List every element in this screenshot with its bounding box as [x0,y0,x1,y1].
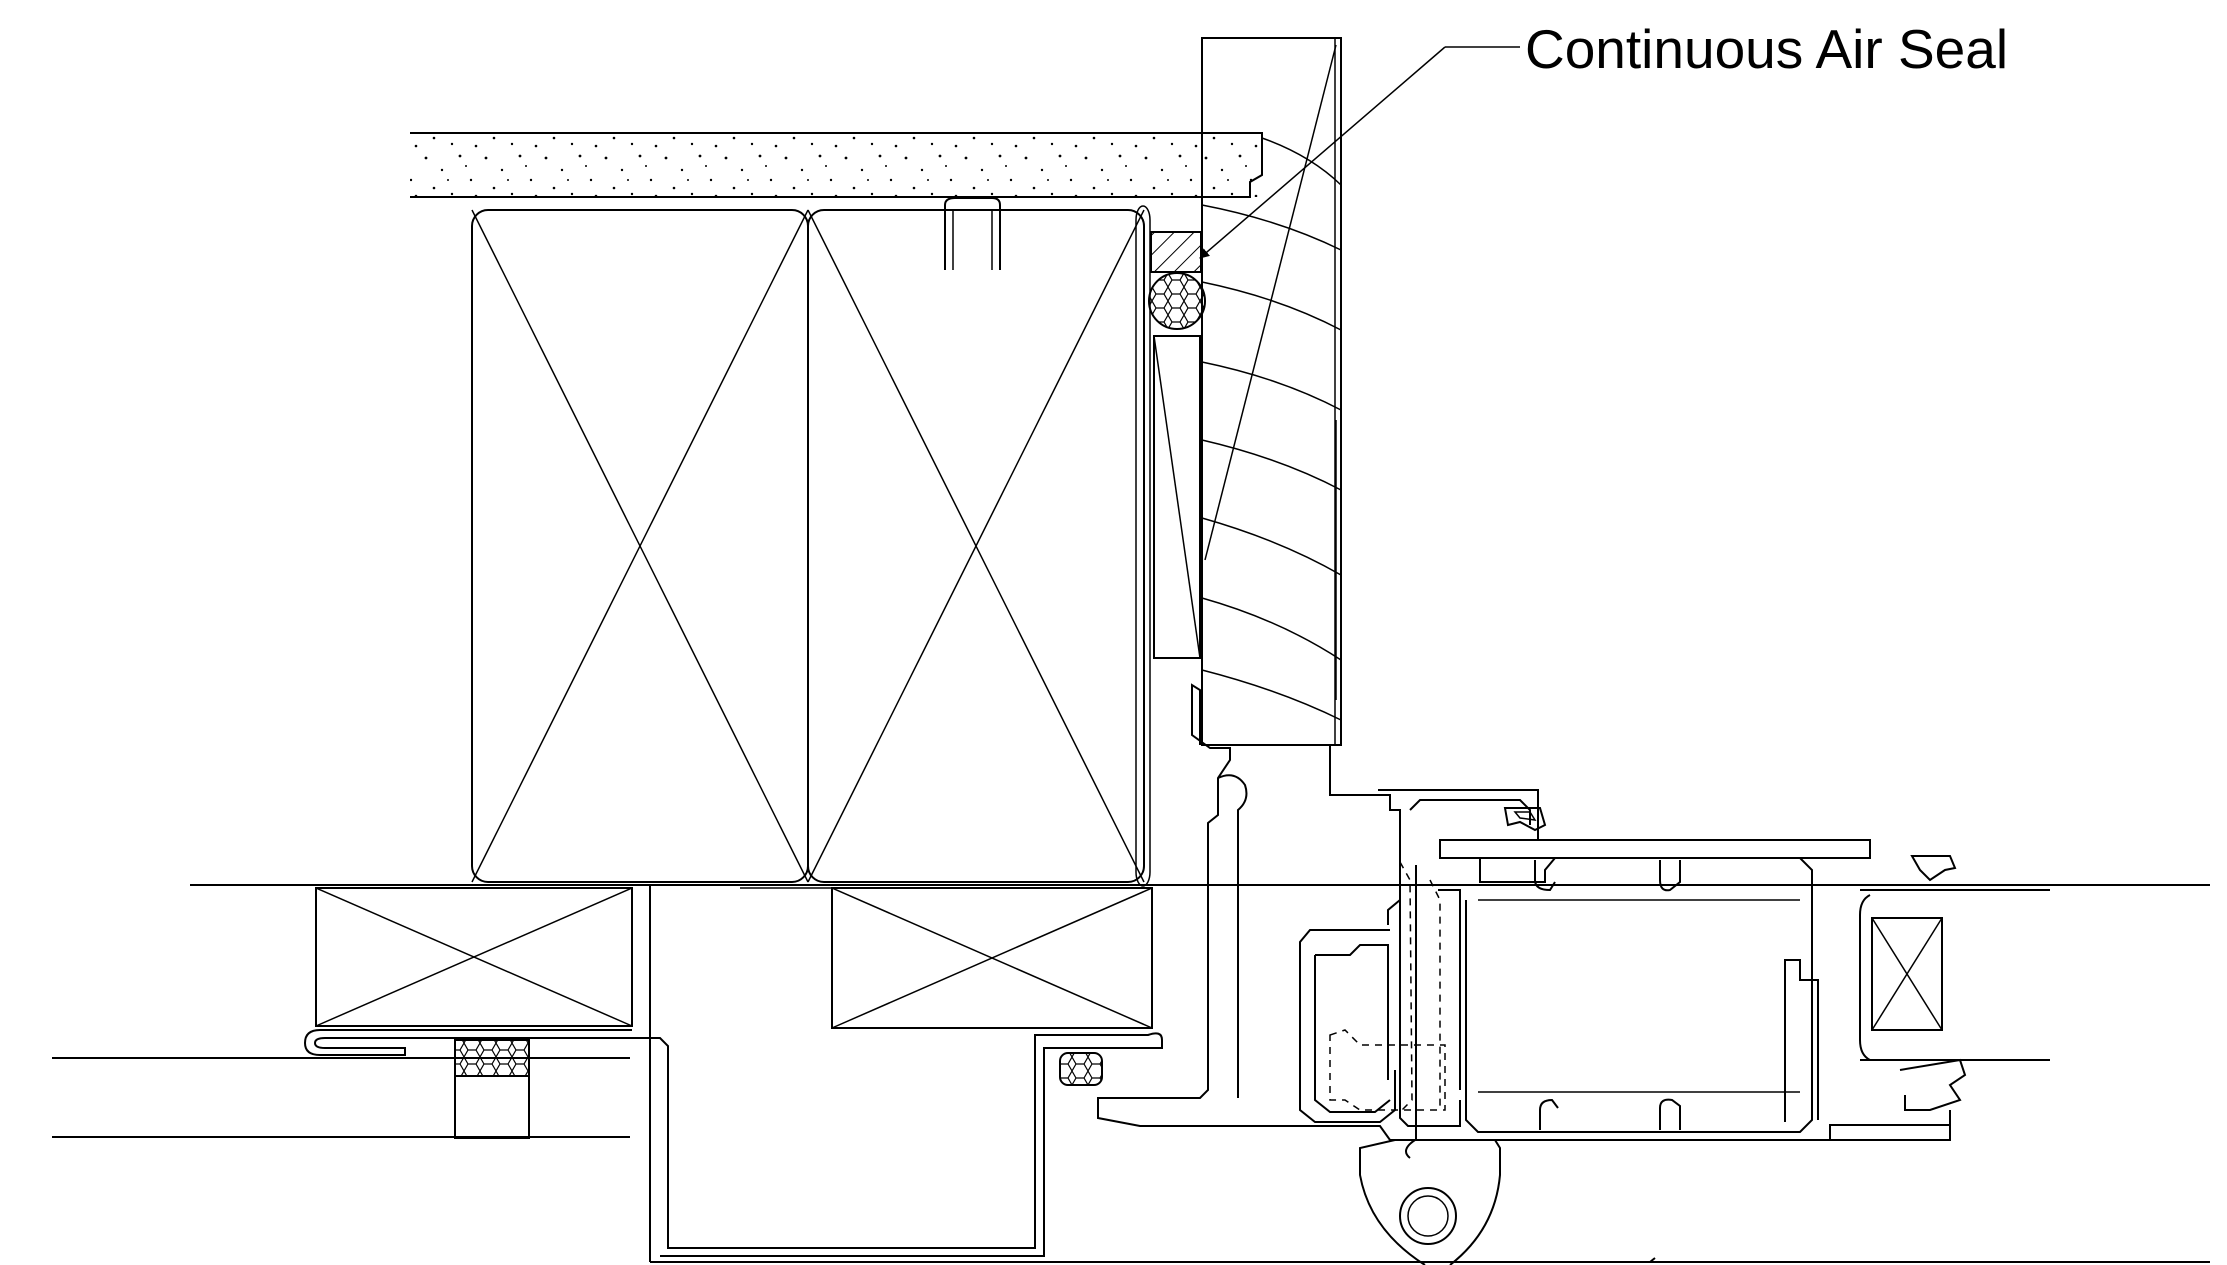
backer-rod [1148,272,1206,330]
sill-backer-rod-left [454,1039,530,1139]
glazing-clip [1439,807,1871,859]
sash-profile [1460,857,1813,1133]
sash-hardware [1299,850,1461,1140]
air-seal-callout [1199,46,1520,259]
hinge-knuckle [1359,1139,1501,1265]
sill-backer-rod-right [1059,1052,1103,1086]
insulation-block-left [471,209,809,883]
shim [1153,335,1201,659]
wood-trim [1201,37,1342,746]
concrete-slab [410,132,1263,198]
air-seal-label: Continuous Air Seal [1525,18,2008,80]
glass-unit [1784,855,2050,1140]
staple-clip [944,197,1001,270]
lower-blocking-left [315,887,633,1027]
sill-pan [303,885,1163,1262]
sealant-bead [1150,231,1202,273]
frame-extrusion [1097,683,1951,1141]
floor-lines [52,884,2210,1263]
insulation-block-right [807,205,1151,887]
lower-blocking-right [740,887,1153,1029]
